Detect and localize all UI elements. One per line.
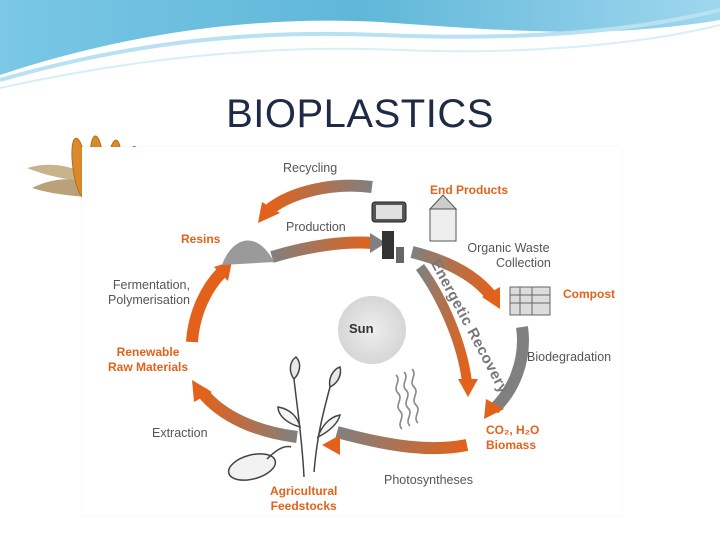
organic-waste-label: Organic Waste Collection (466, 241, 551, 271)
energetic-recovery-arrow (415, 264, 472, 383)
slide-title: BIOPLASTICS (226, 92, 494, 136)
co2-biomass-label: CO₂, H₂O Biomass (486, 423, 539, 453)
extraction-arrow (197, 388, 298, 443)
compost-bin-icon (509, 286, 551, 316)
bioplastics-cycle-diagram (186, 179, 551, 481)
extraction-label: Extraction (152, 426, 208, 440)
agri-line-1: Agricultural (270, 484, 338, 498)
co2-line-1: CO₂, H₂O (486, 423, 540, 437)
fermentation-arrow (186, 267, 227, 343)
compost-label: Compost (563, 287, 615, 301)
renewable-line-1: Renewable (116, 345, 180, 359)
end-products-label: End Products (430, 183, 509, 197)
sun-circle (338, 296, 406, 364)
organic-waste-line-2: Collection (496, 256, 551, 270)
biodegradation-arrow (489, 326, 529, 414)
organic-waste-arrow (410, 246, 497, 301)
end-products-icon (371, 194, 458, 263)
fermentation-label: Fermentation, Polymerisation (108, 278, 190, 308)
agricultural-feedstocks-label: Agricultural Feedstocks (270, 484, 337, 514)
photosyntheses-arrow (335, 426, 469, 455)
renewable-label: Renewable Raw Materials (108, 345, 188, 375)
organic-waste-line-1: Organic Waste (467, 241, 550, 255)
production-label: Production (286, 220, 346, 234)
renewable-line-2: Raw Materials (108, 360, 189, 374)
recycling-label: Recycling (283, 161, 338, 175)
plant-icon (277, 356, 342, 478)
production-arrow (270, 236, 373, 263)
resin-pile-icon (222, 240, 274, 265)
agri-line-2: Feedstocks (270, 499, 337, 513)
co2-line-2: Biomass (486, 438, 537, 452)
resins-label: Resins (181, 232, 221, 246)
sugar-beet-icon (227, 445, 292, 481)
header-wave-banner (0, 0, 720, 89)
biodegradation-label: Biodegradation (527, 350, 612, 364)
fermentation-line-1: Fermentation, (112, 278, 190, 292)
heat-waves-icon (395, 368, 419, 430)
photosyntheses-label: Photosyntheses (384, 473, 473, 487)
sun-label: Sun (349, 321, 374, 336)
fermentation-line-2: Polymerisation (108, 293, 190, 307)
recycling-arrow (266, 179, 373, 214)
